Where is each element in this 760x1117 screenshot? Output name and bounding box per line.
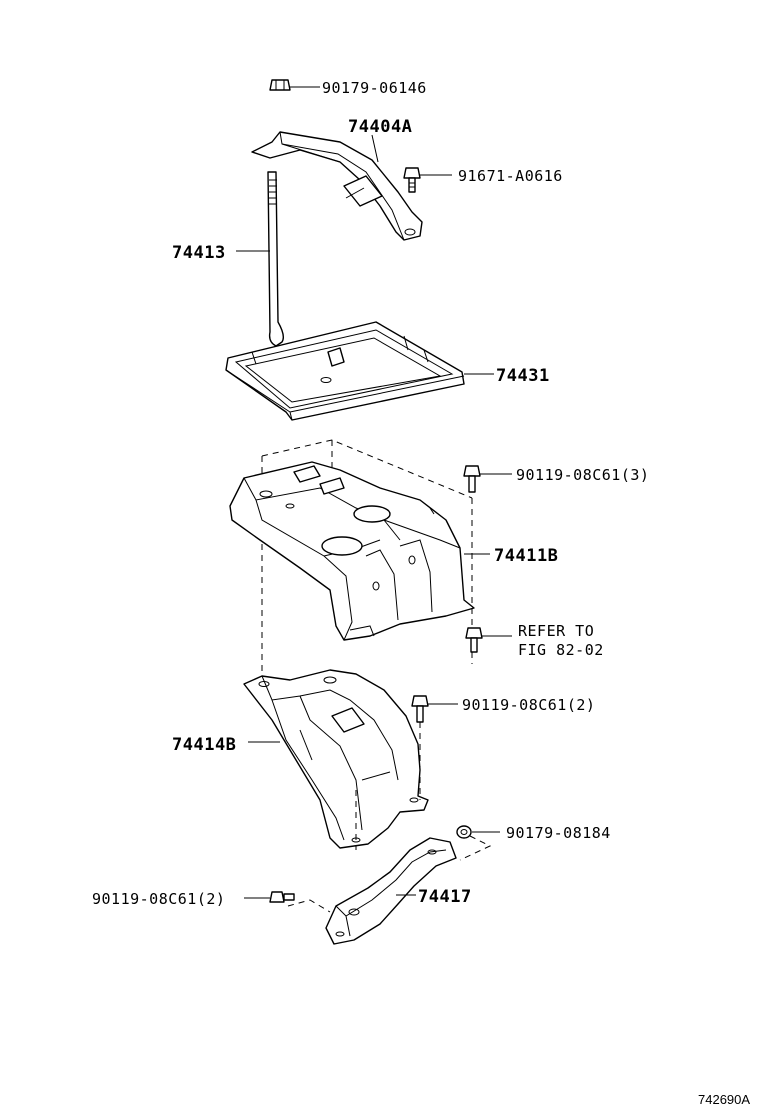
upper-cover-74411b[interactable]: [229, 461, 475, 641]
leader-74404a: [371, 134, 379, 163]
label-74411b: 74411B: [494, 546, 558, 566]
bolt-90119-08c61-2-lower[interactable]: [269, 891, 295, 903]
label-90119-08c61-2-upper: 90119-08C61(2): [462, 696, 595, 714]
bolt-90119-08c61-2-upper[interactable]: [411, 695, 429, 723]
label-90179-08184: 90179-08184: [506, 824, 611, 842]
bolt-refer-fig-82-02[interactable]: [465, 627, 483, 653]
label-91671-a0616: 91671-A0616: [458, 167, 563, 185]
label-90119-08c61-2-lower: 90119-08C61(2): [92, 890, 225, 908]
bolt-91671-a0616[interactable]: [403, 167, 421, 193]
label-fig-82-02: FIG 82-02: [518, 641, 604, 659]
label-74417: 74417: [418, 887, 472, 907]
hold-down-rod-74413[interactable]: [267, 171, 285, 347]
figure-code: 742690A: [698, 1092, 750, 1107]
alignment-lines-lower: [287, 722, 492, 913]
nut-90179-06146[interactable]: [269, 79, 291, 91]
label-refer-to: REFER TO: [518, 622, 594, 640]
nut-90179-08184[interactable]: [456, 825, 472, 839]
bolt-90119-08c61-3[interactable]: [463, 465, 481, 493]
label-74431: 74431: [496, 366, 550, 386]
clamp-bracket-74404a[interactable]: [251, 131, 423, 241]
label-90119-08c61-3: 90119-08C61(3): [516, 466, 649, 484]
lower-cover-74414b[interactable]: [243, 669, 429, 849]
label-74404a: 74404A: [348, 117, 412, 137]
label-74413: 74413: [172, 243, 226, 263]
battery-tray-74431[interactable]: [225, 321, 465, 421]
support-bracket-74417[interactable]: [325, 837, 457, 945]
label-74414b: 74414B: [172, 735, 236, 755]
label-90179-06146: 90179-06146: [322, 79, 427, 97]
